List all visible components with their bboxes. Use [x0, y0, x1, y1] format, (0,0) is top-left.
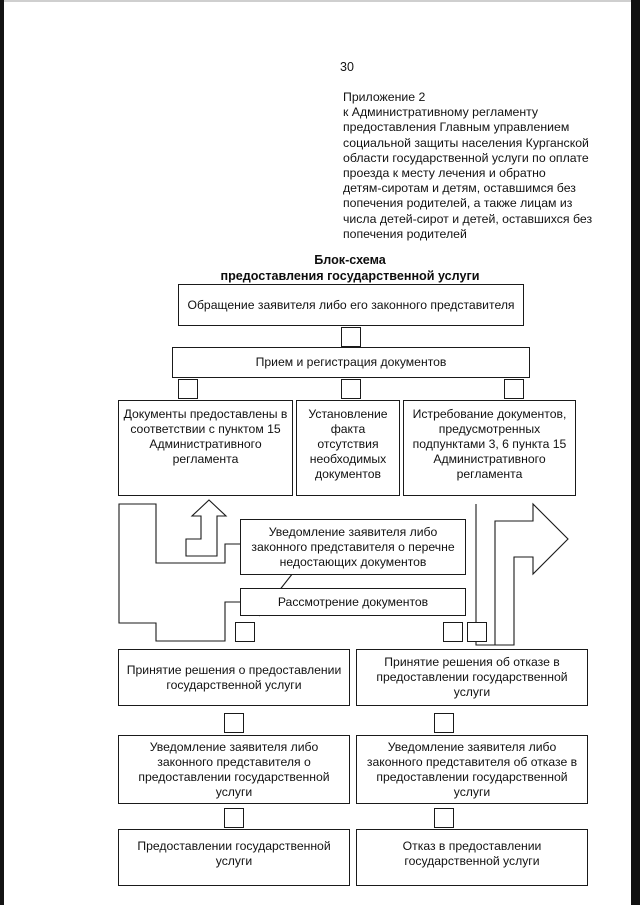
flow-node-ustanovlenie-fakta: Установление факта отсутствия необходимы… — [296, 400, 400, 496]
connector-square — [341, 327, 361, 347]
scan-edge-top — [0, 0, 640, 2]
connector-square — [341, 379, 361, 399]
reference-line: области государственной услуги по оплате — [343, 150, 589, 165]
flow-node-uvedomlenie-ob-otkaze: Уведомление заявителя либо законного пре… — [356, 735, 588, 804]
connector-square — [224, 808, 244, 828]
reference-line: Приложение 2 — [343, 90, 426, 104]
scan-edge-left — [0, 0, 4, 905]
flow-node-otkaz-v-predostavlenii: Отказ в предоставлении государственной у… — [356, 829, 588, 886]
connector-square — [434, 808, 454, 828]
flow-node-priem-registraciya: Прием и регистрация документов — [172, 347, 530, 378]
reference-line: попечения родителей, а также лицам из — [343, 196, 573, 211]
connector-square — [235, 622, 255, 642]
flow-node-istrebovanie-dokumentov: Истребование документов, предусмотренных… — [403, 400, 576, 496]
flow-node-prinyatie-resheniya-ob-otkaze: Принятие решения об отказе в предоставле… — [356, 649, 588, 706]
flow-node-dokumenty-predostavleny: Документы предоставлены в соответствии с… — [118, 400, 293, 496]
reference-line: детям-сиротам и детям, оставшимся без — [343, 181, 576, 196]
reference-line: проезда к месту лечения и обратно — [343, 166, 546, 181]
page-title-line2: предоставления государственной услуги — [220, 269, 480, 283]
scan-edge-right — [631, 0, 640, 905]
connector-square — [467, 622, 487, 642]
bent-arrow-up-small-loop — [185, 499, 228, 557]
flow-node-uvedomlenie-perechen: Уведомление заявителя либо законного пре… — [240, 519, 466, 575]
appendix-reference-block: Приложение 2 к Административному регламе… — [343, 90, 611, 242]
connector-square — [504, 379, 524, 399]
connector-square — [434, 713, 454, 733]
flow-node-uvedomlenie-o-predostavlenii: Уведомление заявителя либо законного пре… — [118, 735, 350, 804]
reference-line: социальной защиты населения Курганской — [343, 135, 589, 150]
page-title: Блок-схема предоставления государственно… — [160, 252, 540, 284]
bent-arrow-right-right-loop — [475, 502, 569, 646]
connector-square — [224, 713, 244, 733]
reference-line: к Административному регламенту — [343, 105, 539, 120]
reference-line: числа детей-сирот и детей, оставшихся бе… — [343, 211, 593, 226]
reference-line: предоставления Главным управлением — [343, 120, 570, 135]
connector-square — [178, 379, 198, 399]
reference-line: попечения родителей — [343, 226, 467, 241]
flow-node-obrashenie: Обращение заявителя либо его законного п… — [178, 284, 524, 326]
flow-node-prinyatie-resheniya-o-predostavlenii: Принятие решения о предоставлении госуда… — [118, 649, 350, 706]
flow-node-rassmotrenie-dokumentov: Рассмотрение документов — [240, 588, 466, 616]
connector-square — [443, 622, 463, 642]
page-number: 30 — [340, 60, 354, 74]
flow-node-predostavlenie-uslugi: Предоставлении государственной услуги — [118, 829, 350, 886]
page-title-line1: Блок-схема — [314, 253, 386, 267]
